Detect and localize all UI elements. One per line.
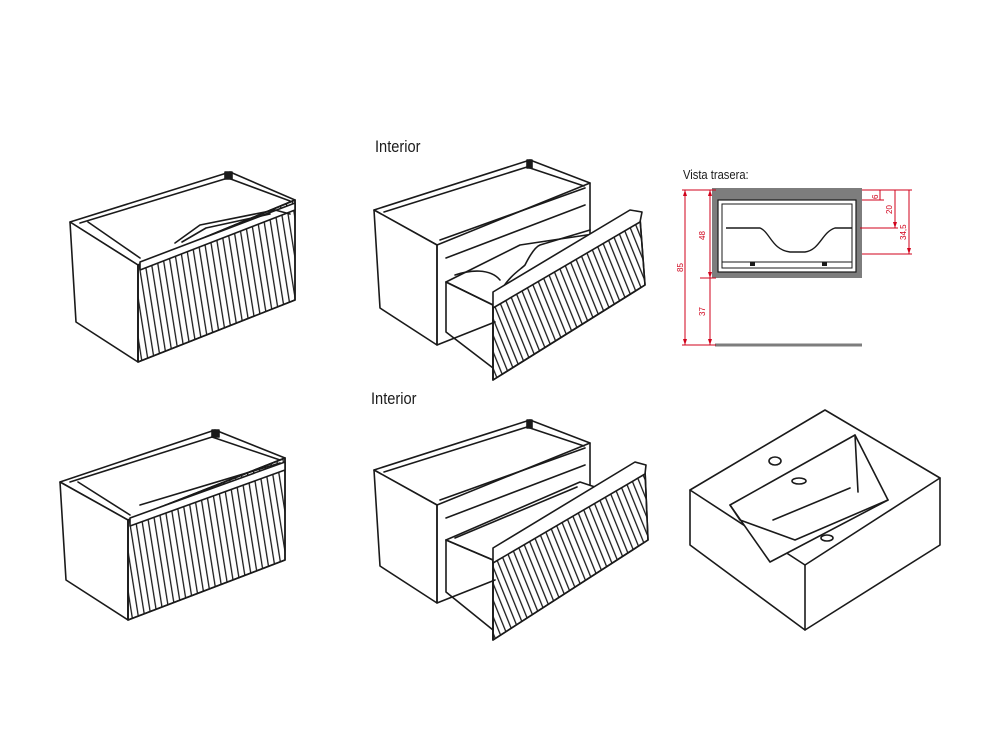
- cabinet-open-2: [373, 419, 649, 641]
- label-vista-trasera: Vista trasera:: [683, 167, 749, 182]
- dim-sink-depth: 20: [885, 205, 894, 214]
- cabinet-open-1: [373, 159, 646, 381]
- label-interior-top: Interior: [375, 137, 421, 156]
- dim-leg-height: 37: [698, 307, 707, 316]
- cabinet-closed-1: [69, 171, 296, 363]
- dim-basin-height: 34,5: [899, 224, 908, 240]
- cabinet-closed-2: [59, 429, 286, 621]
- dim-cabinet-height: 48: [698, 231, 707, 240]
- dim-total-height: 85: [676, 263, 685, 272]
- back-view-diagram: 85 48 37 6 20 34,5: [676, 188, 912, 347]
- label-interior-bottom: Interior: [371, 389, 417, 408]
- dim-top-gap: 6: [871, 194, 880, 199]
- sink-basin: [689, 409, 941, 631]
